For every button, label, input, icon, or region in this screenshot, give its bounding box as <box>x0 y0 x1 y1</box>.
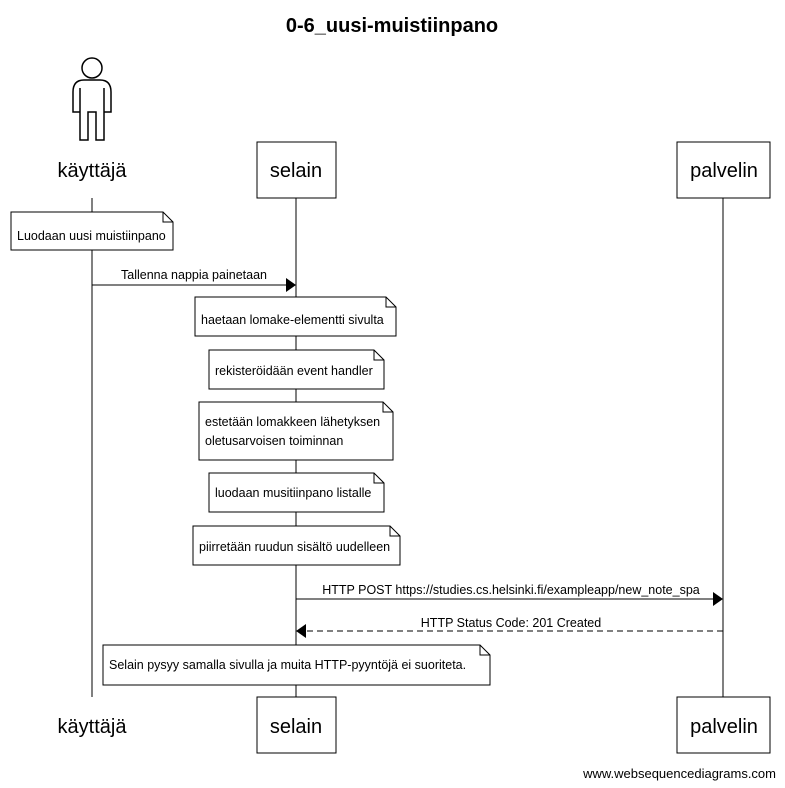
note-2: haetaan lomake-elementti sivulta <box>194 296 397 337</box>
participant-browser-top: selain <box>270 160 322 182</box>
svg-text:Tallenna nappia painetaan: Tallenna nappia painetaan <box>121 268 267 282</box>
message-2: HTTP POST https://studies.cs.helsinki.fi… <box>296 583 723 606</box>
participant-server-bottom: palvelin <box>690 716 758 738</box>
participant-user-bottom: käyttäjä <box>58 716 128 738</box>
note-1: Luodaan uusi muistiinpano <box>10 211 174 251</box>
note-6: piirretään ruudun sisältö uudelleen <box>192 525 401 566</box>
svg-text:Luodaan uusi muistiinpano: Luodaan uusi muistiinpano <box>17 229 166 243</box>
note-5: luodaan musitiinpano listalle <box>208 472 385 513</box>
note-7: Selain pysyy samalla sivulla ja muita HT… <box>102 644 491 686</box>
message-3: HTTP Status Code: 201 Created <box>296 616 723 638</box>
watermark: www.websequencediagrams.com <box>582 766 776 781</box>
participant-browser-bottom: selain <box>270 716 322 738</box>
svg-text:Selain pysyy samalla sivulla j: Selain pysyy samalla sivulla ja muita HT… <box>109 658 466 672</box>
svg-text:HTTP Status Code: 201 Created: HTTP Status Code: 201 Created <box>421 616 601 630</box>
actor-person-icon <box>72 57 112 141</box>
svg-text:HTTP POST https://studies.cs.h: HTTP POST https://studies.cs.helsinki.fi… <box>322 583 700 597</box>
participant-browser-bottom-box <box>256 696 337 754</box>
svg-text:haetaan lomake-elementti sivul: haetaan lomake-elementti sivulta <box>201 313 384 327</box>
participant-server-top-box <box>676 141 771 199</box>
svg-text:piirretään ruudun sisältö uude: piirretään ruudun sisältö uudelleen <box>199 540 390 554</box>
note-4: estetään lomakkeen lähetyksen oletusarvo… <box>198 401 394 461</box>
participant-server-top: palvelin <box>690 160 758 182</box>
participant-server-bottom-box <box>676 696 771 754</box>
participant-user-top: käyttäjä <box>58 160 128 182</box>
participant-browser-top-box <box>256 141 337 199</box>
diagram-title: 0-6_uusi-muistiinpano <box>286 15 498 37</box>
note-3: rekisteröidään event handler <box>208 349 385 390</box>
svg-text:oletusarvoisen toiminnan: oletusarvoisen toiminnan <box>205 434 343 448</box>
svg-text:rekisteröidään event handler: rekisteröidään event handler <box>215 364 373 378</box>
svg-text:estetään lomakkeen lähetyksen: estetään lomakkeen lähetyksen <box>205 415 380 429</box>
message-1: Tallenna nappia painetaan <box>92 268 296 292</box>
svg-text:luodaan musitiinpano listalle: luodaan musitiinpano listalle <box>215 486 371 500</box>
